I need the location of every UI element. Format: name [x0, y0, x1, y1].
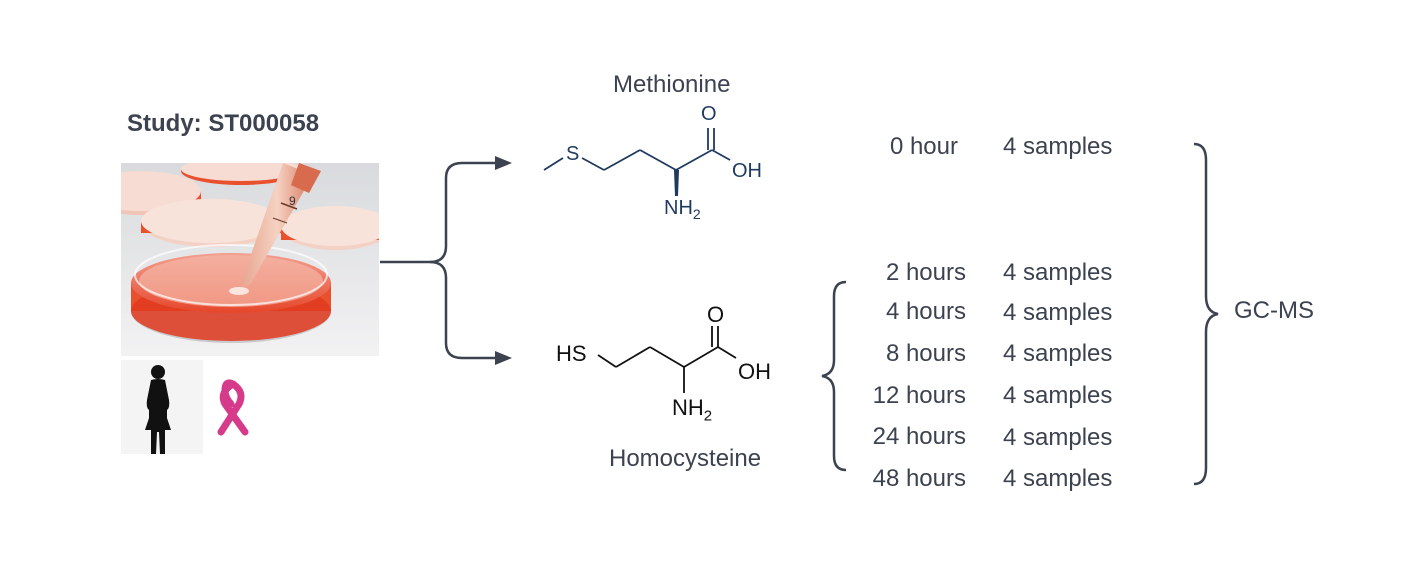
methionine-structure: [543, 128, 731, 171]
methionine-wedge-bond: [674, 170, 679, 196]
timepoint-brace: [821, 280, 847, 472]
timepoint-samples: 4 samples: [1003, 299, 1113, 326]
timepoint-samples: 4 samples: [1003, 382, 1113, 409]
timepoint-samples: 4 samples: [1003, 133, 1113, 160]
homocysteine-name: Homocysteine: [609, 445, 762, 472]
methionine-atom-s: S: [566, 143, 580, 165]
homocysteine-atom-hs: HS: [556, 341, 587, 366]
timepoint-samples: 4 samples: [1003, 259, 1113, 286]
petri-dish-pipette-icon: 9: [121, 163, 379, 356]
homocysteine-structure: [597, 326, 737, 393]
methionine-atom-oh: OH: [732, 160, 762, 182]
homocysteine-atom-oh: OH: [738, 359, 771, 384]
timepoint-time: 2 hours: [885, 259, 966, 286]
arrow-head-bottom: [495, 351, 512, 365]
timepoint-time: 4 hours: [885, 298, 966, 325]
methionine-name: Methionine: [613, 71, 731, 98]
arrow-head-top: [495, 156, 512, 170]
timepoint-time: 0 hour: [889, 133, 958, 160]
timepoint-samples: 4 samples: [1003, 465, 1113, 492]
methionine-atom-o: O: [701, 103, 717, 125]
methionine-atom-nh2: NH2: [664, 197, 701, 222]
study-icons: [121, 360, 281, 465]
timepoint-samples: 4 samples: [1003, 340, 1113, 367]
homocysteine-atom-nh2: NH2: [672, 395, 713, 425]
method-label: GC-MS: [1234, 297, 1314, 324]
svg-text:9: 9: [289, 194, 296, 208]
timepoint-time: 12 hours: [872, 382, 966, 409]
breast-cancer-ribbon-icon: [217, 379, 249, 436]
female-silhouette-icon: [145, 365, 171, 454]
timepoint-samples: 4 samples: [1003, 424, 1113, 451]
timepoint-time: 8 hours: [885, 340, 966, 367]
study-title: Study: ST000058: [127, 110, 320, 137]
homocysteine-atom-o: O: [707, 302, 725, 327]
timepoint-time: 24 hours: [872, 423, 966, 450]
fork-connector: [380, 161, 495, 360]
timepoint-time: 48 hours: [872, 465, 966, 492]
method-brace: [1193, 142, 1219, 486]
